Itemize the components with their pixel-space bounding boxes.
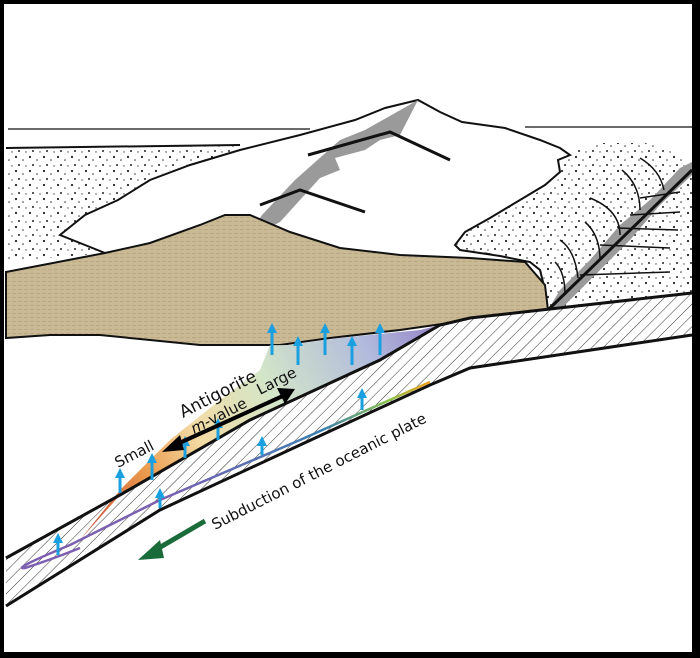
oceanic-slab: [6, 293, 692, 606]
mantle-wedge-gradient: [80, 318, 470, 540]
sediment-left: [6, 145, 240, 262]
ridge-line: [307, 130, 451, 162]
m-italic: m: [188, 415, 209, 438]
up-arrow-head: [347, 336, 357, 346]
ridge-line: [259, 188, 366, 214]
up-arrow-head: [357, 388, 367, 398]
sediment-right: [440, 143, 692, 310]
arrow-down-left-icon: [138, 518, 207, 560]
up-arrow-head: [375, 323, 385, 333]
up-arrow-head: [257, 436, 267, 446]
slab-top: [5, 291, 693, 560]
fluid-arrows: [53, 323, 385, 555]
up-arrow-head: [320, 323, 330, 333]
dehydration-line: [20, 380, 431, 570]
up-arrow-head: [115, 468, 125, 478]
up-arrow-head: [293, 336, 303, 346]
up-arrow-head: [147, 453, 157, 463]
tan-sediment: [5, 214, 550, 346]
up-arrow-head: [53, 533, 63, 543]
double-arrow-icon: [162, 388, 295, 452]
slab-bottom: [5, 333, 693, 608]
up-arrow-head: [155, 488, 165, 498]
thrust-faults: [554, 157, 681, 296]
up-arrow-head: [267, 323, 277, 333]
